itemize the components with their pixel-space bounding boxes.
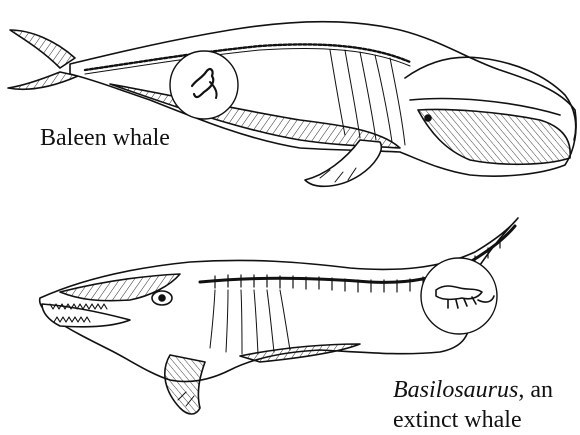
baleen-pelvis-magnifier xyxy=(170,51,238,119)
basilosaurus-label-line1: Basilosaurus, an xyxy=(393,376,553,404)
baleen-tail-fluke-lower xyxy=(8,72,78,89)
baleen-eye xyxy=(425,115,431,121)
basilosaurus-flipper xyxy=(165,355,205,414)
baleen-tail-fluke xyxy=(10,30,75,68)
basilosaurus-name: Basilosaurus xyxy=(393,377,518,403)
basilosaurus-hindlimb-magnifier xyxy=(421,258,497,334)
basilosaurus-suffix: , an xyxy=(518,377,553,403)
basilosaurus-label-line2: extinct whale xyxy=(393,406,553,434)
baleen-whale-label: Baleen whale xyxy=(40,124,170,152)
baleen-whale-drawing xyxy=(8,22,576,187)
basilosaurus-label: Basilosaurus, an extinct whale xyxy=(393,376,553,434)
